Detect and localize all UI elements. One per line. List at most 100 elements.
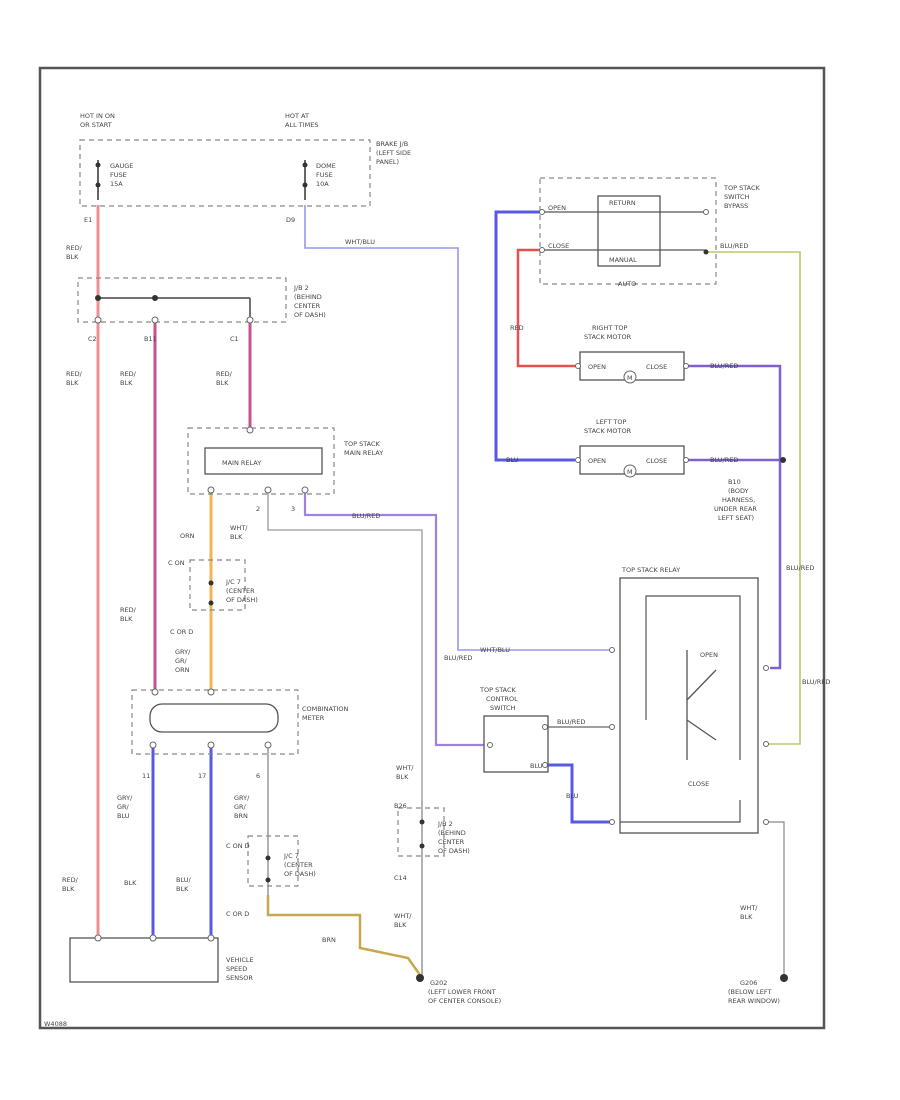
wire-label-wht-blk-cs: WHT/ <box>396 764 414 772</box>
vss-label-3: SENSOR <box>226 974 253 982</box>
wire-wht-blk-relay <box>267 492 423 800</box>
wire-label-red-blk-b: RED/ <box>120 370 137 378</box>
ground-left-label-3: OF CENTER CONSOLE) <box>428 997 501 1005</box>
top-stack-relay-label: TOP STACK RELAY <box>621 566 680 574</box>
jb2-low-label-4: OF DASH) <box>438 847 470 855</box>
wire-label-wht-blu-mid: WHT/BLU <box>480 646 510 654</box>
ground-right-label-3: REAR WINDOW) <box>728 997 780 1005</box>
vss-label-2: SPEED <box>226 965 247 973</box>
connector-c-or-d: C OR D <box>170 628 193 636</box>
left-motor-m-label: M <box>627 468 633 476</box>
jb2-label-4: OF DASH) <box>294 311 326 319</box>
control-switch-label-2: CONTROL <box>486 695 518 703</box>
ground-g202-symbol <box>416 974 424 982</box>
fuse-box-left <box>79 139 371 207</box>
dome-fuse-label-2: FUSE <box>316 171 333 179</box>
b10-label-2: (BODY <box>728 487 749 495</box>
combination-meter-box <box>131 689 299 755</box>
combination-meter-label-2: METER <box>302 714 325 722</box>
main-relay-label-2: MAIN RELAY <box>344 449 383 457</box>
connector-c-on-d-low: C ON D <box>226 842 250 850</box>
left-motor-m <box>623 464 637 478</box>
wire-label-red-blk-long-2: BLK <box>120 615 133 623</box>
bypass-label: TOP STACK <box>723 184 761 192</box>
wire-label-red-v: RED <box>510 324 524 332</box>
control-switch-label: TOP STACK <box>479 686 517 694</box>
bypass-return-label: RETURN <box>609 199 636 207</box>
wire-label-wht-blk-cs-2: BLK <box>396 773 409 781</box>
main-relay-coil <box>204 447 323 475</box>
b10-label-5: LEFT SEAT) <box>718 514 754 522</box>
fuse-jb-label-3: PANEL) <box>376 158 399 166</box>
jc7-low-label-2: (CENTER <box>284 861 313 869</box>
wire-label-gry-grn-blu-3: BLU <box>117 812 130 820</box>
main-relay-inner-label: MAIN RELAY <box>222 459 261 467</box>
gauge-fuse-label: GAUGE <box>110 162 133 170</box>
jc7-top-box <box>189 559 246 611</box>
right-motor-m-label: M <box>627 374 633 382</box>
wire-wht-blu <box>304 205 610 651</box>
gauge-fuse-label-2: FUSE <box>110 171 127 179</box>
wire-label-blk: BLK <box>124 879 137 887</box>
jb2-label-2: (BEHIND <box>294 293 322 301</box>
jc7-top-label-3: OF DASH) <box>226 596 258 604</box>
connector-17: 17 <box>198 772 206 780</box>
wire-label-wht-blk-low-2: BLK <box>394 921 407 929</box>
wire-label-red-blk-b-2: BLK <box>120 379 133 387</box>
main-relay-outline <box>187 427 335 495</box>
right-motor-open-label: OPEN <box>588 363 606 371</box>
bypass-label-3: BYPASS <box>724 202 748 210</box>
b10-label-3: HARNESS, <box>722 496 755 504</box>
cs-blu-red-label: BLU/RED <box>557 718 585 726</box>
connector-c-or-d-low: C OR D <box>226 910 249 918</box>
wire-label-blu-red-vert3: BLU/RED <box>802 678 830 686</box>
jb2-low-label-3: CENTER <box>438 838 465 846</box>
wire-label-red-blk-c-2: BLK <box>216 379 229 387</box>
bypass-close-label: CLOSE <box>548 242 569 250</box>
vss-label: VEHICLE <box>226 956 254 964</box>
hot-at-label-2: ALL TIMES <box>285 121 318 129</box>
connector-b26: B26 <box>394 802 407 810</box>
wire-label-gry-grn-brn-2: GR/ <box>234 803 247 811</box>
wires <box>96 205 801 976</box>
wire-blu-red-relay <box>303 492 484 747</box>
wire-label-wht-blk-right: WHT/ <box>740 904 758 912</box>
right-motor-label-2: STACK MOTOR <box>584 333 632 341</box>
dome-fuse-label: DOME <box>316 162 336 170</box>
wire-label-wht-blk-2: BLK <box>230 533 243 541</box>
connector-c14: C14 <box>394 874 407 882</box>
dome-fuse-label-3: 10A <box>316 180 329 188</box>
jc7-top-label: J/C 7 <box>225 578 241 586</box>
jc7-low-label: J/C 7 <box>283 852 299 860</box>
jb2-box <box>77 277 287 323</box>
combination-meter-inner <box>149 703 279 733</box>
wire-brn <box>266 895 422 976</box>
control-switch-label-3: SWITCH <box>490 704 516 712</box>
ground-left-label: G202 <box>430 979 447 987</box>
wire-label-wht-blk: WHT/ <box>230 524 248 532</box>
bypass-switch-body <box>597 195 661 267</box>
jc7-low-label-3: OF DASH) <box>284 870 316 878</box>
wire-label-blu: BLU <box>506 456 519 464</box>
hot-in-on-label: HOT IN ON <box>80 112 115 120</box>
left-motor-label: LEFT TOP <box>596 418 626 426</box>
jc7-low-box <box>247 835 299 887</box>
wire-label-brn: BRN <box>322 936 336 944</box>
ground-right-label: G206 <box>740 979 757 987</box>
hot-at-label: HOT AT <box>285 112 309 120</box>
wire-cs-blu <box>548 763 610 824</box>
wire-label-gry-grn-blu-2: GR/ <box>117 803 130 811</box>
bypass-manual-label: MANUAL <box>609 256 637 264</box>
wire-label-orn: ORN <box>180 532 195 540</box>
connector-e1: E1 <box>84 216 92 224</box>
bypass-label-2: SWITCH <box>724 193 750 201</box>
connector-d9: D9 <box>286 216 295 224</box>
connector-6: 6 <box>256 772 260 780</box>
wire-label-blu-cs: BLU <box>566 792 579 800</box>
connector-11: 11 <box>142 772 150 780</box>
jb2-low-label: J/B 2 <box>437 820 453 828</box>
wire-label-red-blk-long: RED/ <box>120 606 137 614</box>
wire-label-gry-grn-orn: GRY/ <box>175 648 191 656</box>
jc7-top-label-2: (CENTER <box>226 587 255 595</box>
